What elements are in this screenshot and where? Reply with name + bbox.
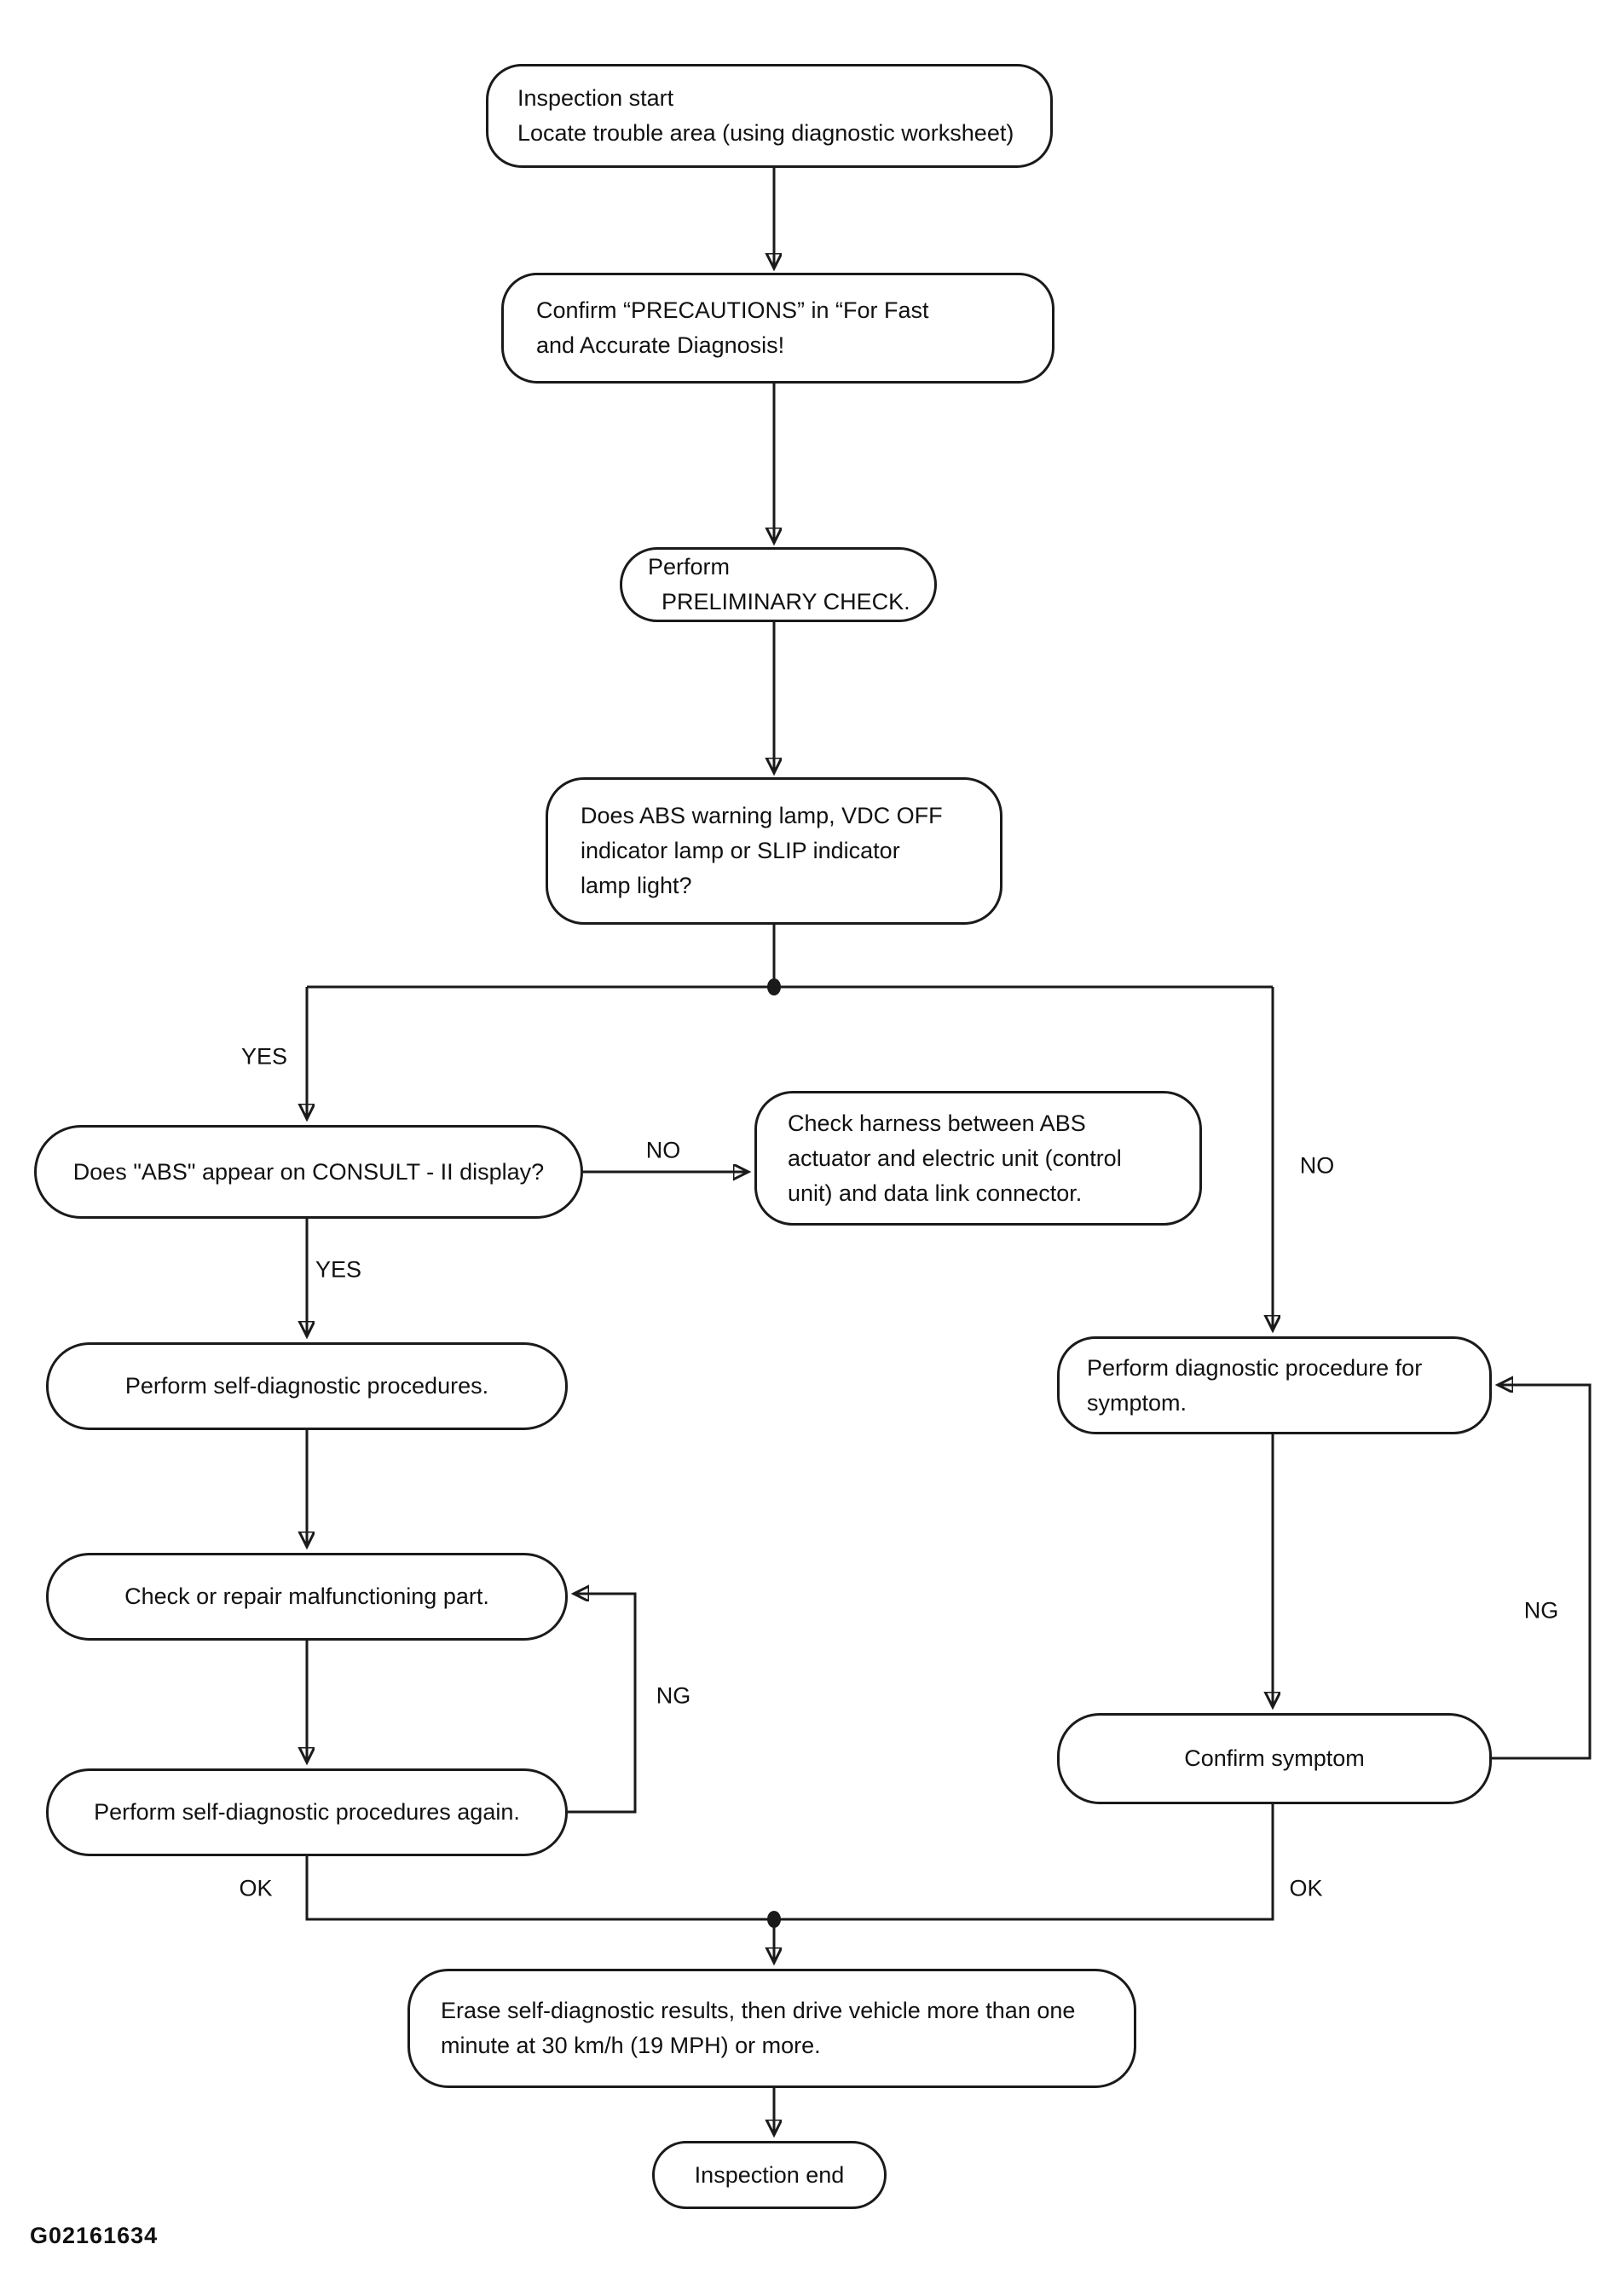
edge-ng-left-loop — [568, 1594, 637, 1814]
node-text-line: minute at 30 km/h (19 MPH) or more. — [441, 2033, 821, 2058]
node-text-line: actuator and electric unit (control — [788, 1145, 1122, 1171]
node-text-line: Erase self-diagnostic results, then driv… — [441, 1998, 1076, 2023]
edge-ng-right-loop — [1492, 1385, 1592, 1760]
node-text-line: Locate trouble area (using diagnostic wo… — [517, 120, 1014, 146]
node-text-line: Inspection start — [517, 85, 674, 111]
node-text-line: Does "ABS" appear on CONSULT - II displa… — [72, 1158, 545, 1185]
node-text-line: indicator lamp or SLIP indicator — [581, 838, 900, 863]
node-text-line: Check or repair malfunctioning part. — [124, 1584, 489, 1609]
junction-dot-top — [767, 978, 781, 995]
node-text-line: PRELIMINARY CHECK. — [662, 589, 910, 614]
node-text-line: unit) and data link connector. — [788, 1180, 1083, 1206]
node-text-line: and Accurate Diagnosis! — [536, 332, 785, 358]
node-confirm-precautions: Confirm “PRECAUTIONS” in “For Fast and A… — [501, 273, 1054, 384]
node-text-line: Confirm symptom — [1184, 1745, 1365, 1771]
figure-id: G02161634 — [30, 2223, 159, 2248]
edge-label-ng-right-loop: NG — [1522, 1597, 1561, 1624]
node-text-line: Check harness between ABS — [788, 1110, 1086, 1136]
node-text-line: Perform self-diagnostic procedures again… — [94, 1799, 520, 1825]
node-inspection-start: Inspection start Locate trouble area (us… — [486, 64, 1053, 168]
edge-label-ok-right: OK — [1287, 1875, 1325, 1902]
edge-ok-merge — [305, 1804, 1274, 1921]
node-inspection-end: Inspection end — [652, 2141, 887, 2209]
node-self-diagnostic: Perform self-diagnostic procedures. — [46, 1342, 568, 1430]
node-text-line: lamp light? — [581, 873, 692, 898]
edge-label-yes-to-self-diagnostic: YES — [313, 1256, 364, 1284]
node-text-line: Does ABS warning lamp, VDC OFF — [581, 803, 943, 828]
node-text-line: Inspection end — [694, 2161, 845, 2188]
node-consult-question: Does "ABS" appear on CONSULT - II displa… — [34, 1125, 583, 1219]
node-text-line: Perform diagnostic procedure for — [1087, 1354, 1423, 1381]
edge-label-no-to-harness: NO — [644, 1137, 683, 1164]
node-confirm-symptom: Confirm symptom — [1057, 1713, 1492, 1804]
node-self-diagnostic-again: Perform self-diagnostic procedures again… — [46, 1768, 568, 1856]
node-text-line: symptom. — [1087, 1389, 1187, 1416]
node-text-line: Confirm “PRECAUTIONS” in “For Fast — [536, 297, 929, 323]
edge-label-ok-left: OK — [237, 1875, 274, 1902]
edge-label-ng-left-loop: NG — [654, 1682, 693, 1710]
node-preliminary-check: Perform PRELIMINARY CHECK. — [620, 547, 937, 622]
edge-label-no-branch: NO — [1297, 1152, 1337, 1180]
node-text-line: Perform self-diagnostic procedures. — [124, 1373, 489, 1399]
node-text-line: Perform — [648, 554, 731, 580]
node-diagnostic-for-symptom: Perform diagnostic procedure for symptom… — [1057, 1336, 1492, 1434]
node-check-repair: Check or repair malfunctioning part. — [46, 1553, 568, 1641]
node-warning-lamp-question: Does ABS warning lamp, VDC OFF indicator… — [546, 777, 1002, 925]
edge-label-yes-branch: YES — [239, 1043, 290, 1070]
node-check-harness: Check harness between ABS actuator and e… — [754, 1091, 1202, 1226]
node-erase-results: Erase self-diagnostic results, then driv… — [407, 1969, 1136, 2088]
